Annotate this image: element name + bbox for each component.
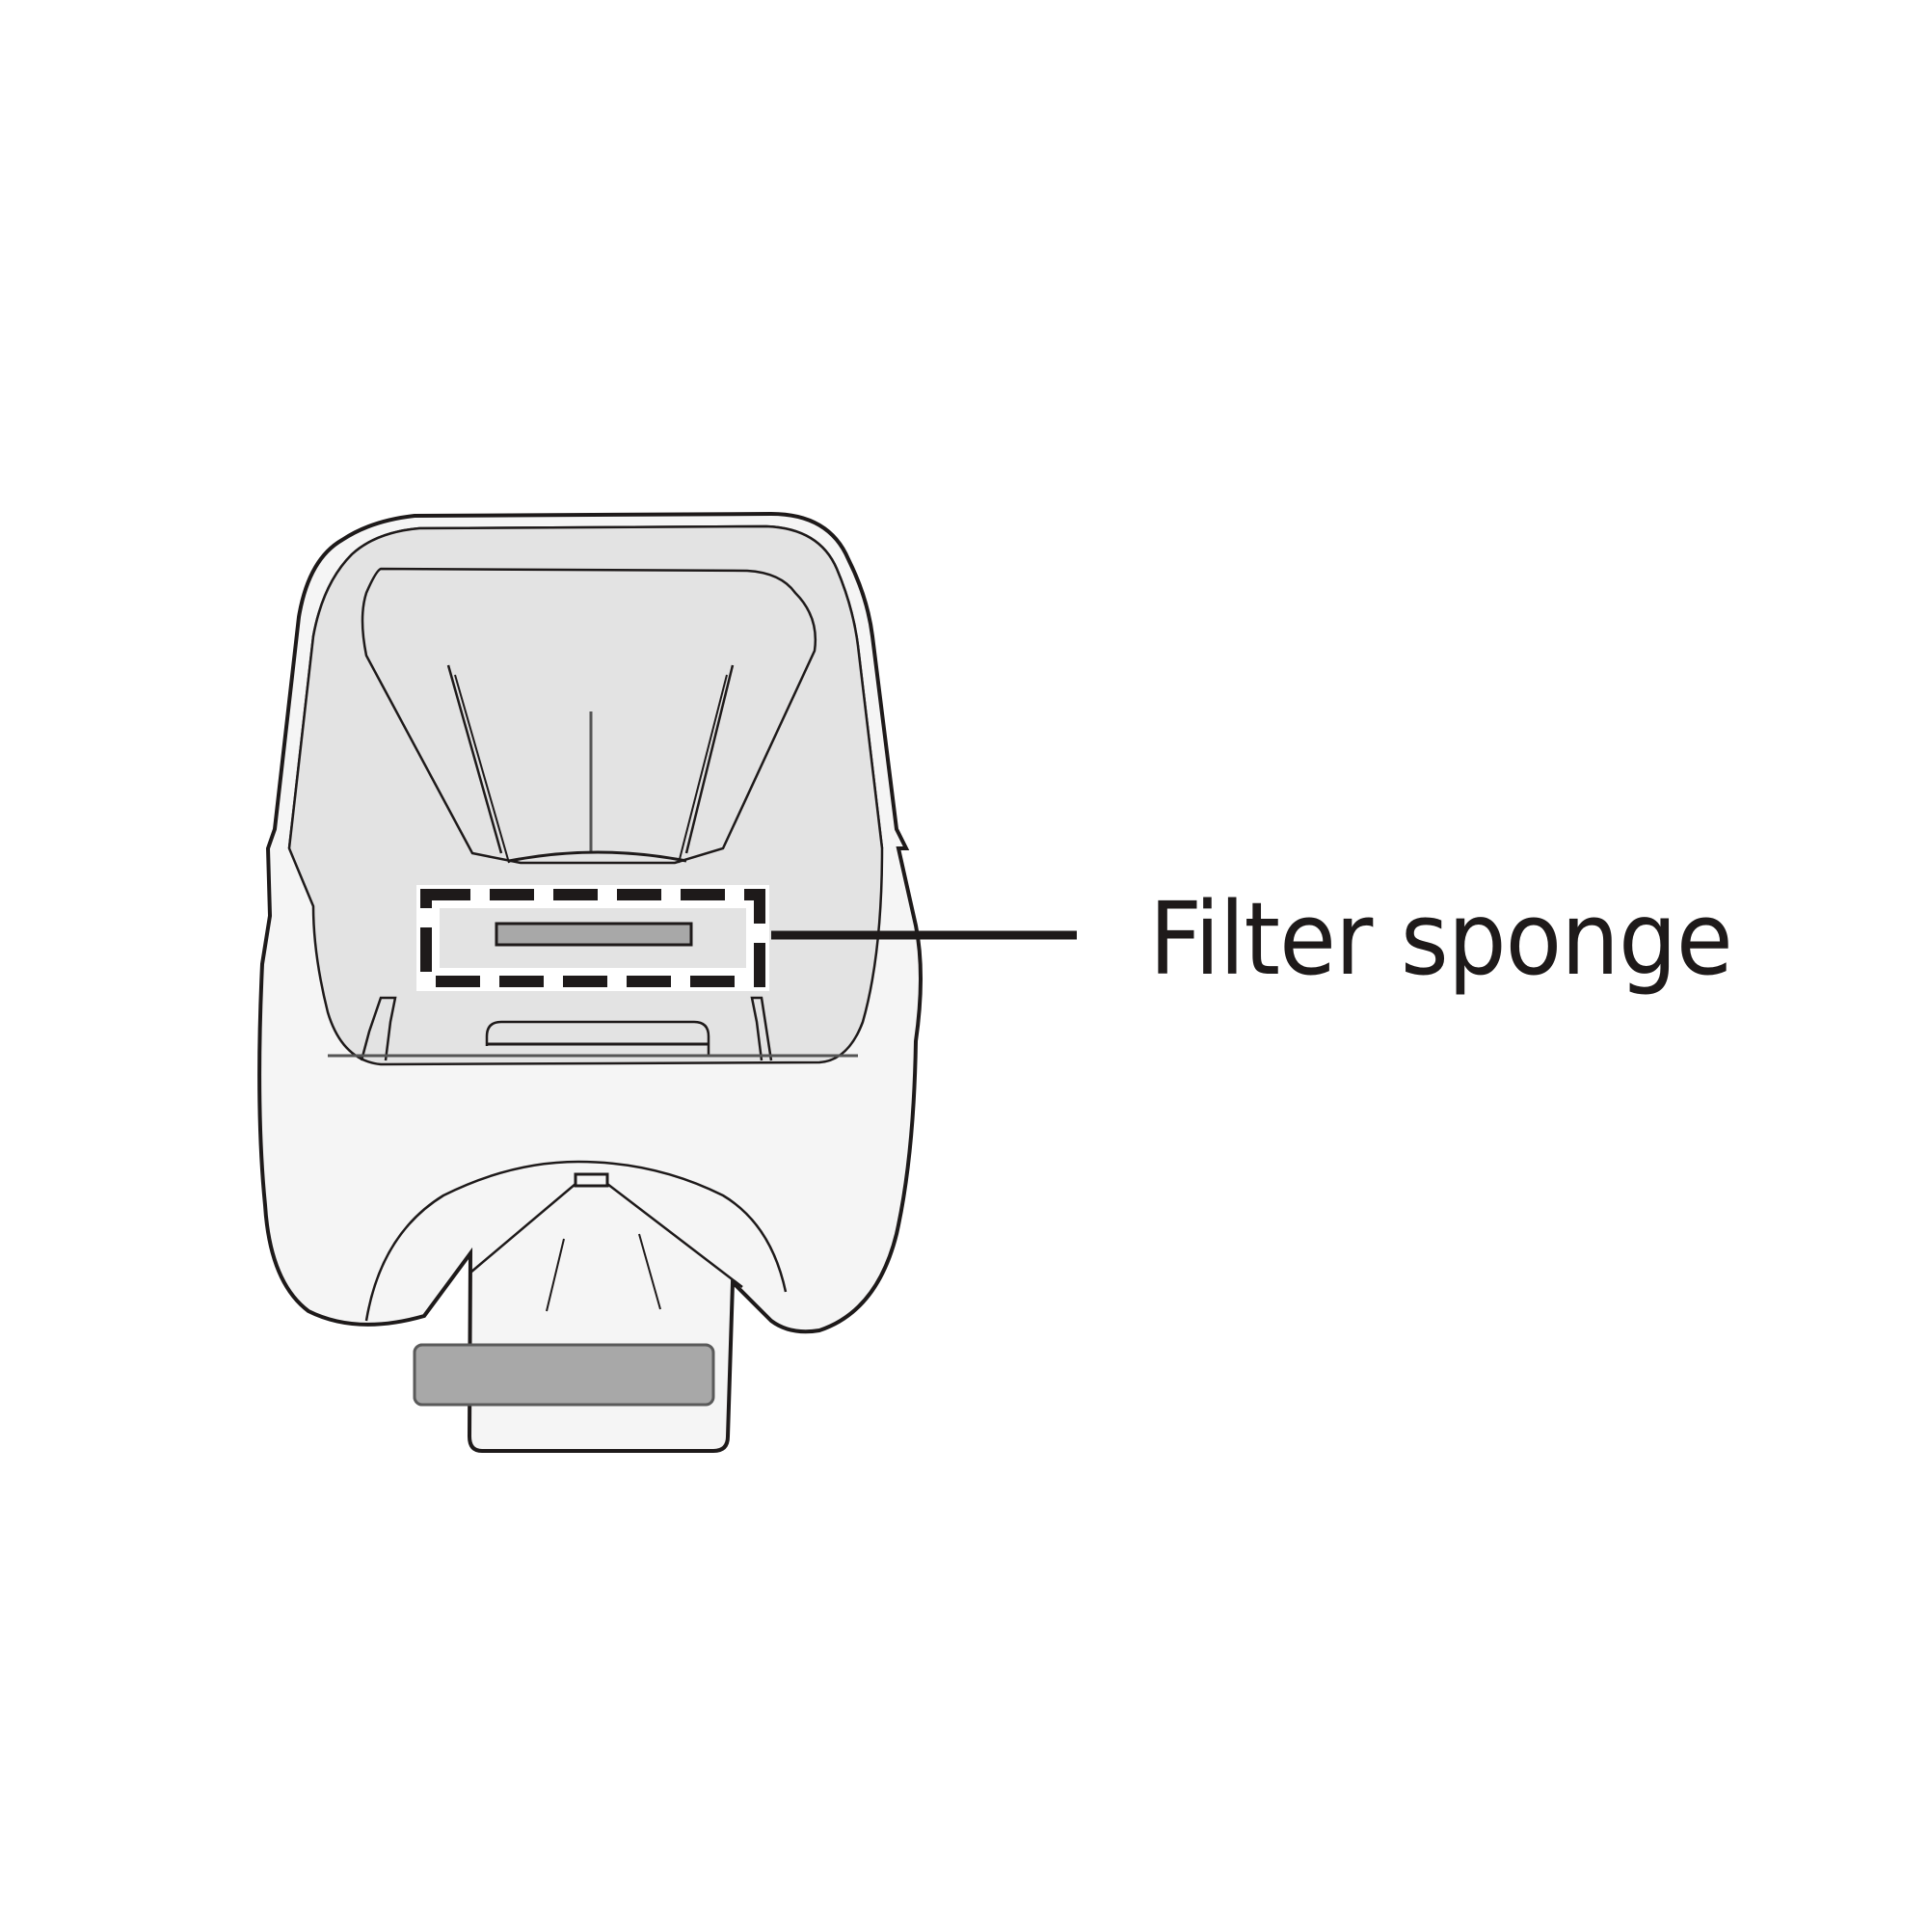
funnel-rib-right [684, 664, 735, 854]
bin-outlet-hood [364, 1160, 788, 1322]
outlet-tab [574, 1172, 609, 1188]
filter-sponge [495, 922, 693, 947]
filter-sponge-highlight [420, 889, 765, 987]
outlet-fold-right [638, 1233, 661, 1310]
right-latch [750, 996, 773, 1061]
outlet-fold-left [546, 1238, 565, 1312]
funnel-rib-right-2 [678, 674, 728, 864]
lower-tray [485, 1020, 710, 1056]
left-latch [360, 996, 397, 1061]
filter-sponge-label: Filter sponge [1149, 880, 1733, 998]
funnel-rib-left-2 [454, 674, 510, 864]
funnel-rib-left [446, 664, 503, 854]
funnel-base-arc [508, 850, 687, 863]
outlet-window-main [413, 1343, 715, 1407]
